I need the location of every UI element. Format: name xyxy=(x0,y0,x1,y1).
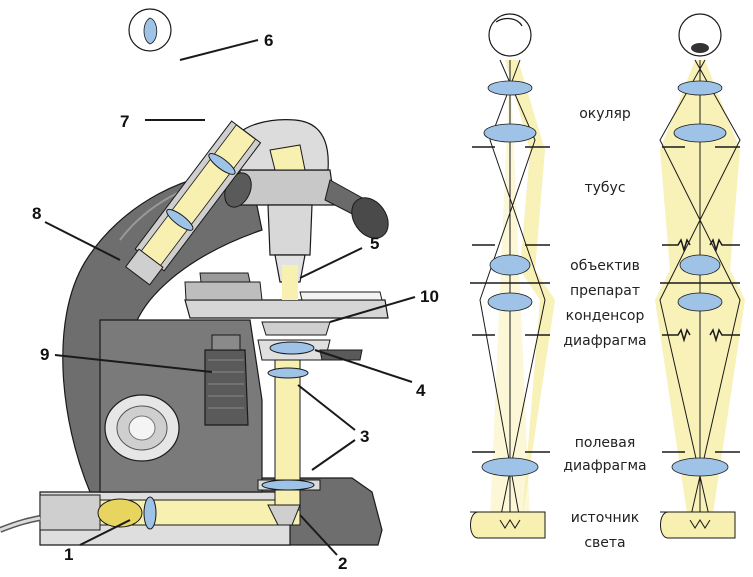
ray-diagram-imaging xyxy=(470,13,555,539)
label-eyepiece: окуляр xyxy=(579,106,631,122)
ray-labels: окуляр тубус объектив препарат конденсор… xyxy=(563,106,646,551)
microscope-drawing: 6 7 8 5 10 9 4 3 1 2 xyxy=(0,8,439,573)
callout-4: 4 xyxy=(416,381,426,400)
label-field-diaphragm-2: диафрагма xyxy=(563,458,646,474)
callout-1: 1 xyxy=(64,545,73,564)
callout-2: 2 xyxy=(338,554,347,573)
label-condenser: конденсор xyxy=(566,308,645,324)
label-specimen: препарат xyxy=(570,283,640,299)
callout-8: 8 xyxy=(32,204,41,223)
label-light-source-2: света xyxy=(584,535,625,551)
callout-7: 7 xyxy=(120,112,129,131)
label-objective: объектив xyxy=(570,258,640,274)
callout-lines xyxy=(44,39,416,556)
label-field-diaphragm-1: полевая xyxy=(575,435,636,451)
callout-5: 5 xyxy=(370,234,379,253)
callout-10: 10 xyxy=(420,287,439,306)
label-tube: тубус xyxy=(584,180,625,196)
callout-6: 6 xyxy=(264,31,273,50)
microscope-stage xyxy=(184,299,389,319)
callout-3: 3 xyxy=(360,427,369,446)
label-diaphragm: диафрагма xyxy=(563,333,646,349)
callout-9: 9 xyxy=(40,345,49,364)
eye-icon xyxy=(488,13,532,57)
eye-icon xyxy=(678,13,722,57)
ray-diagram-illumination xyxy=(655,13,745,539)
label-light-source-1: источник xyxy=(571,510,640,526)
